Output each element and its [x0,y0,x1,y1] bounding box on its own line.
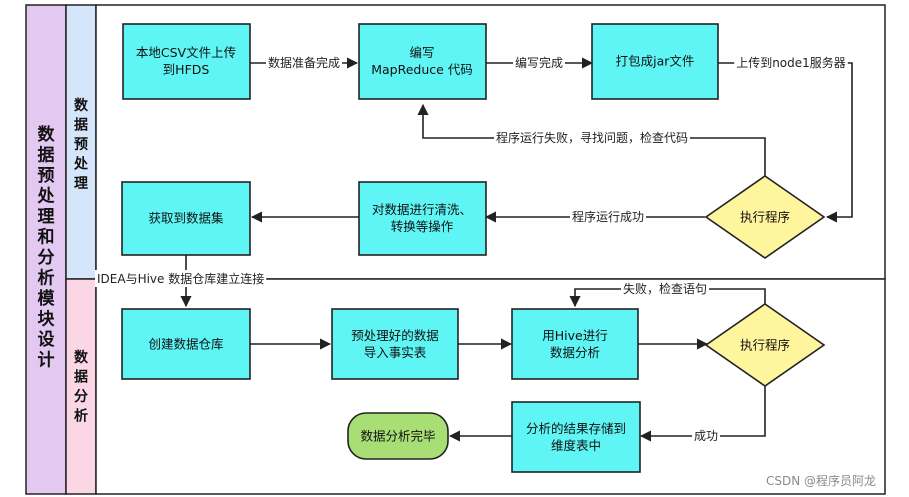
node-label-get-dataset: 获取到数据集 [148,211,224,226]
edge-label-bg [512,54,566,71]
node-label-store-dim: 分析的结果存储到 [526,421,626,436]
node-clean-transform [358,181,487,256]
node-label-upload-csv: 到HFDS [163,62,210,77]
edge-label-bg [691,428,721,444]
edge-label-write-done: 编写完成 [515,55,563,70]
node-import-fact [331,308,459,380]
lane-preprocess-char: 数 [74,97,89,114]
side-title-char: 和 [38,228,55,248]
edge-label-bg [95,270,267,287]
edge-label-bg [620,280,710,297]
node-label-clean: 对数据进行清洗、 [372,202,472,217]
side-title-char: 数 [38,124,56,145]
lane-analysis-char: 数 [74,349,89,366]
side-title-char: 预 [38,166,55,186]
node-label-run2: 执行程序 [740,338,790,353]
node-label-write-mr: MapReduce 代码 [371,62,473,77]
decision-run1 [704,175,826,259]
lane-analysis-title: 数据分析 [74,349,89,425]
lane-preprocess-header [65,4,97,280]
side-title-char: 计 [38,350,55,371]
node-package-jar [591,23,719,100]
edge-label-success: 成功 [694,429,718,443]
side-title-char: 模 [38,288,56,309]
node-label-create-dw: 创建数据仓库 [148,337,223,352]
node-label-import-fact: 预处理好的数据 [351,328,439,343]
watermark: CSDN @程序员阿龙 [766,473,876,488]
lane-analysis-header [65,278,97,495]
decision-run2 [704,303,826,387]
node-upload-csv [122,23,251,100]
node-get-dataset [121,181,251,256]
lane-analysis-char: 析 [74,408,88,425]
edge-label-run-success: 程序运行成功 [572,209,644,224]
node-create-warehouse [121,308,251,380]
node-write-mapreduce [358,23,487,100]
edge-label-run-fail: 程序运行失败，寻找问题，检查代码 [496,130,688,145]
node-store-dimension [511,401,641,473]
lane-preprocess-char: 处 [73,156,89,173]
edge-label-bg [734,54,848,71]
edge-label-bg [265,54,343,71]
side-title-char: 设 [38,330,55,350]
side-title-char: 理 [38,207,55,227]
edge-run2-success [639,386,766,442]
lane-preprocess-char: 预 [74,137,88,153]
node-label-import-fact: 导入事实表 [364,345,427,360]
side-title-char: 据 [38,145,55,166]
lane-preprocess-char: 据 [74,117,88,134]
side-title-panel [25,4,67,495]
lane-preprocess-char: 理 [74,176,88,192]
node-hive-analyze [511,308,639,380]
side-title-char: 分 [38,248,55,268]
edge-label-upload-node1: 上传到node1服务器 [736,55,846,70]
edge-label-bg [493,129,691,146]
node-label-hive-analyze: 用Hive进行 [542,328,607,343]
node-label-run1: 执行程序 [740,210,790,225]
side-title-char: 析 [38,268,55,289]
node-label-done: 数据分析完毕 [360,429,435,444]
edge-label-bg [569,208,647,225]
node-label-write-mr: 编写 [409,45,434,60]
node-label-upload-csv: 本地CSV文件上传 [136,45,236,60]
side-title-char: 块 [38,310,56,330]
node-label-hive-analyze: 数据分析 [550,345,600,360]
lane-analysis-char: 分 [74,389,88,405]
lane-analysis-char: 据 [74,369,88,386]
node-label-store-dim: 维度表中 [551,438,601,453]
edge-label-fail-check: 失败，检查语句 [623,281,707,296]
terminal-analysis-done [347,412,449,460]
edge-label-data-ready: 数据准备完成 [268,55,340,70]
node-label-package-jar: 打包成jar文件 [616,54,695,69]
edge-label-idea-hive: IDEA与Hive 数据仓库建立连接 [97,271,264,286]
node-label-clean: 转换等操作 [391,219,454,234]
side-title-char: 处 [37,186,56,207]
